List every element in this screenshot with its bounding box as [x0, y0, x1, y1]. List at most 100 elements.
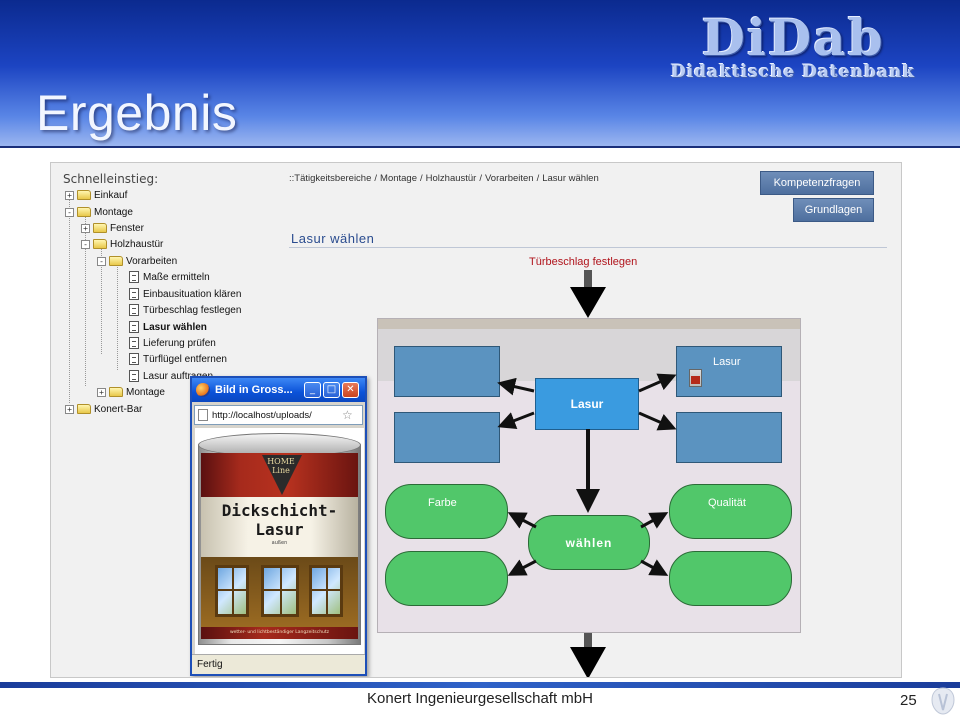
expand-icon[interactable]: + [65, 404, 74, 414]
app-screenshot: Schnelleinstieg: + Einkauf - Montage + F… [50, 162, 902, 678]
tree-guide [101, 247, 102, 354]
popup-image-area: HOME Line Dickschicht- Lasur außen wette… [195, 428, 364, 654]
diagram-box-label: Lasur [713, 356, 741, 368]
diagram-oval-farbe[interactable]: Farbe [385, 484, 508, 539]
breadcrumb-separator: / [479, 173, 482, 184]
tree-item-label: Konert-Bar [94, 403, 143, 415]
slide-title: Ergebnis [36, 85, 238, 141]
diagram-top-bar [378, 319, 800, 329]
diagram-box-mid-right[interactable] [676, 412, 782, 463]
grundlagen-button[interactable]: Grundlagen [793, 198, 874, 222]
document-icon [129, 271, 139, 283]
popup-title: Bild in Gross... [215, 384, 293, 396]
previous-step-link[interactable]: Türbeschlag festlegen [529, 256, 638, 268]
tree-item-lasur-waehlen[interactable]: Lasur wählen [129, 319, 207, 335]
logo-sub-text: Didaktische Datenbank [670, 62, 916, 82]
tree-item-label: Fenster [110, 222, 144, 234]
folder-open-icon [93, 239, 107, 249]
diagram-oval-label: Qualität [708, 497, 746, 509]
popup-titlebar[interactable]: Bild in Gross... _ □ ✕ [192, 378, 365, 402]
product-subtext: außen [271, 540, 288, 546]
tree-item-label: Einbausituation klären [143, 288, 242, 300]
breadcrumb-separator: / [536, 173, 540, 184]
breadcrumb-prefix: :: [289, 173, 295, 184]
breadcrumb-item[interactable]: Holzhaustür [425, 173, 477, 184]
folder-icon [77, 404, 91, 414]
heading-divider [289, 247, 887, 248]
folder-icon [93, 223, 107, 233]
tree-item-label: Lasur wählen [143, 321, 207, 333]
tree-item-einkauf[interactable]: + Einkauf [65, 187, 127, 203]
tree-item-konert-bar[interactable]: + Konert-Bar [65, 401, 142, 417]
tree-item-label: Holzhaustür [110, 238, 164, 250]
company-logo-icon [931, 687, 955, 715]
document-icon [129, 288, 139, 300]
tree-item-montage-2[interactable]: + Montage [97, 384, 165, 400]
expand-icon[interactable]: + [81, 223, 90, 233]
popup-status-bar: Fertig [192, 654, 365, 674]
tree-item-holzhaustuer[interactable]: - Holzhaustür [81, 236, 163, 252]
tree-guide [117, 263, 118, 370]
breadcrumb: ::Tätigkeitsbereiche/Montage/Holzhaustür… [289, 173, 599, 184]
window-pane [261, 565, 299, 617]
tree-item-label: Lieferung prüfen [143, 337, 216, 349]
url-text[interactable]: http://localhost/uploads/ [212, 409, 312, 421]
breadcrumb-item[interactable]: Tätigkeitsbereiche [294, 173, 372, 184]
url-bar[interactable]: http://localhost/uploads/ ☆ [194, 405, 363, 425]
tree-item-label: Montage [126, 386, 165, 398]
tree-item-label: Einkauf [94, 189, 128, 201]
page-title: Lasur wählen [291, 231, 375, 246]
bookmark-star-icon[interactable]: ☆ [342, 408, 353, 422]
image-popup-window[interactable]: Bild in Gross... _ □ ✕ http://localhost/… [190, 376, 367, 676]
document-icon [129, 321, 139, 333]
product-name-line: Lasur [255, 520, 304, 539]
expand-icon[interactable]: + [65, 190, 74, 200]
tree-item-label: Vorarbeiten [126, 255, 178, 267]
kompetenzfragen-button[interactable]: Kompetenzfragen [760, 171, 874, 195]
breadcrumb-item[interactable]: Vorarbeiten [485, 173, 534, 184]
diagram-oval-bottom-left[interactable] [385, 551, 508, 606]
tree-item-lieferung[interactable]: Lieferung prüfen [129, 335, 216, 351]
diagram-oval-waehlen[interactable]: wählen [528, 515, 650, 570]
minimize-icon[interactable]: _ [304, 382, 321, 398]
diagram-oval-label: Farbe [428, 497, 457, 509]
house-window-photo [201, 557, 358, 627]
diagram-box-top-right[interactable]: Lasur [676, 346, 782, 397]
document-icon [129, 353, 139, 365]
slide-header: DiDab Didaktische Datenbank Ergebnis [0, 0, 960, 148]
tree-item-label: Maße ermitteln [143, 271, 210, 283]
maximize-icon[interactable]: □ [323, 382, 340, 398]
tree-item-fenster[interactable]: + Fenster [81, 220, 144, 236]
tree-item-masse-ermitteln[interactable]: Maße ermitteln [129, 269, 210, 285]
window-pane [309, 565, 343, 617]
tree-item-montage[interactable]: - Montage [65, 204, 133, 220]
folder-open-icon [77, 207, 91, 217]
folder-icon [77, 190, 91, 200]
breadcrumb-item[interactable]: Montage [380, 173, 418, 184]
diagram-oval-bottom-right[interactable] [669, 551, 792, 606]
diagram-oval-qualitaet[interactable]: Qualität [669, 484, 792, 539]
can-footer-text: wetter- und lichtbeständiger Langzeitsch… [201, 627, 358, 639]
diagram-box-mid-left[interactable] [394, 412, 500, 463]
collapse-icon[interactable]: - [81, 239, 90, 249]
diagram-box-center[interactable]: Lasur [535, 378, 639, 430]
tree-guide [85, 214, 86, 386]
diagram-box-top-left[interactable] [394, 346, 500, 397]
tree-item-vorarbeiten[interactable]: - Vorarbeiten [97, 253, 177, 269]
collapse-icon[interactable]: - [65, 207, 74, 217]
document-icon [129, 370, 139, 382]
close-icon[interactable]: ✕ [342, 382, 359, 398]
tree-item-tuerbeschlag[interactable]: Türbeschlag festlegen [129, 302, 241, 318]
tree-item-lasur-auftragen[interactable]: Lasur auftragen [129, 368, 213, 384]
expand-icon[interactable]: + [97, 387, 106, 397]
tree-item-tuerfluegel[interactable]: Türflügel entfernen [129, 351, 227, 367]
collapse-icon[interactable]: - [97, 256, 106, 266]
sidebar-title: Schnelleinstieg: [63, 172, 159, 186]
product-name: Dickschicht- Lasur [201, 501, 358, 539]
breadcrumb-separator: / [420, 173, 423, 184]
footer-bar [0, 682, 960, 688]
folder-icon [109, 387, 123, 397]
tree-item-einbausituation[interactable]: Einbausituation klären [129, 286, 241, 302]
brand-logo-text: HOME Line [267, 457, 295, 475]
product-name-line: Dickschicht- [221, 501, 338, 520]
